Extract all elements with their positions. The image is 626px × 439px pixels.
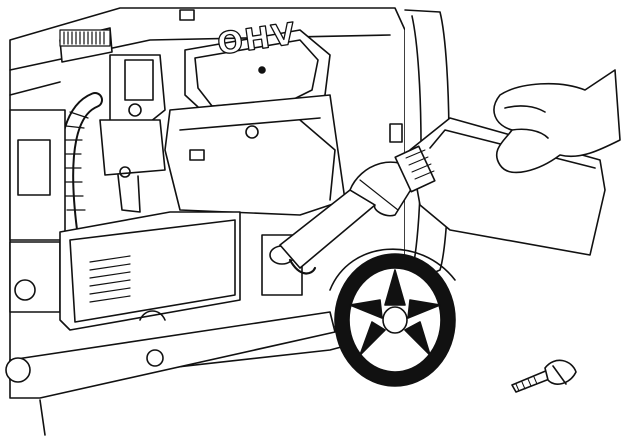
- corrugated-hose: [58, 92, 103, 238]
- cap-threads: [405, 149, 435, 180]
- wheel: [329, 248, 456, 387]
- engine-block: [164, 94, 346, 216]
- bottle-cap-neck: [394, 145, 436, 193]
- bottom-frame-rail: [5, 310, 336, 436]
- left-control-panel: [9, 109, 66, 313]
- hand: [493, 69, 621, 174]
- air-filter-box: [59, 211, 241, 331]
- top-vent-slots: [59, 29, 111, 47]
- filter-vent-grille: [89, 255, 131, 303]
- carburetor-assembly: [99, 54, 166, 213]
- oil-dipstick: [511, 359, 577, 393]
